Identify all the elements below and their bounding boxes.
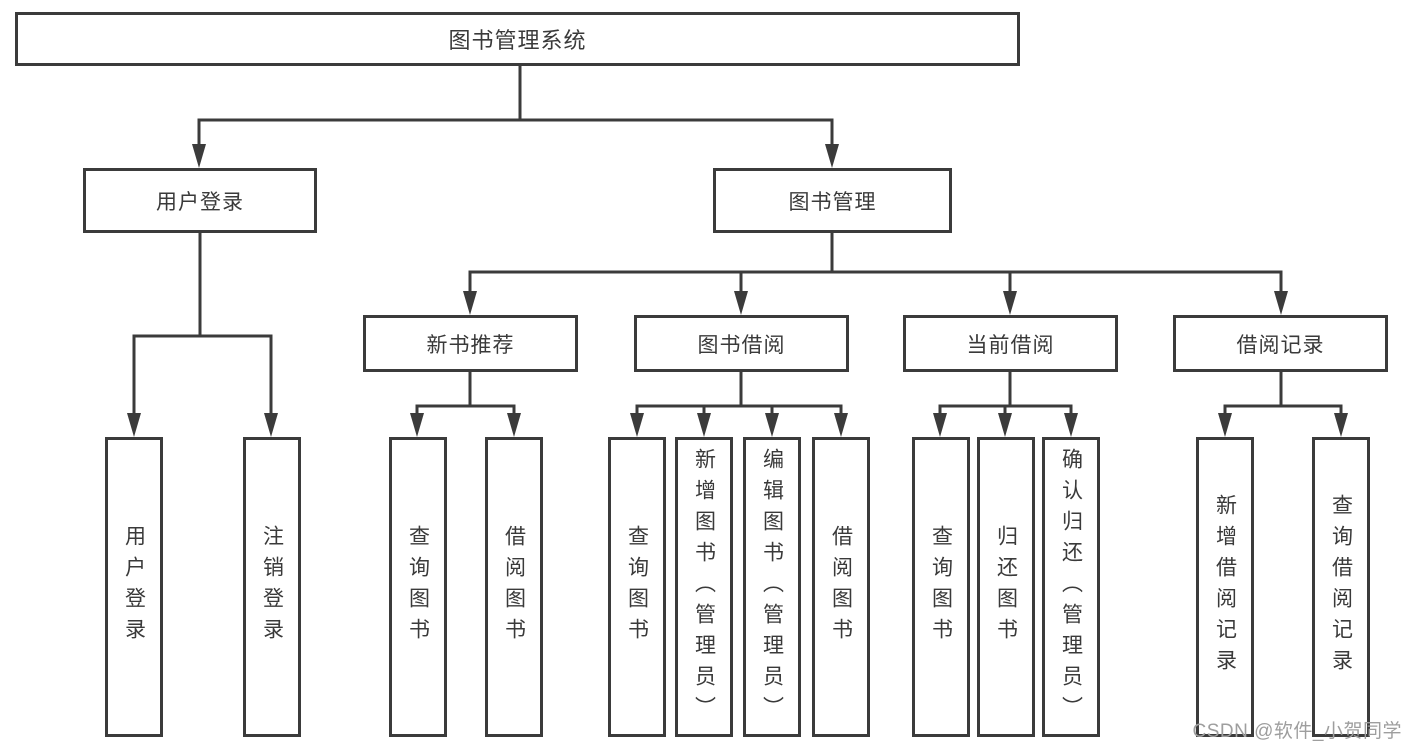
- leaf-return-books: 归还图书: [977, 437, 1035, 737]
- leaf-query-books-recommend: 查询图书: [389, 437, 447, 737]
- node-label: 归还图书: [994, 525, 1018, 649]
- node-label: 新书推荐: [426, 333, 515, 357]
- node-user-login: 用户登录: [83, 168, 317, 233]
- leaf-user-login: 用户登录: [105, 437, 163, 737]
- node-label: 借阅图书: [502, 525, 526, 649]
- leaf-add-books-admin: 新增图书（管理员）: [675, 437, 733, 737]
- leaf-borrow-books-recommend: 借阅图书: [485, 437, 543, 737]
- node-label: 查询图书: [929, 525, 953, 649]
- leaf-confirm-return-admin: 确认归还（管理员）: [1042, 437, 1100, 737]
- node-label: 新增借阅记录: [1213, 494, 1237, 680]
- leaf-logout: 注销登录: [243, 437, 301, 737]
- arrow-down-icon: [127, 144, 1348, 437]
- node-label: 借阅记录: [1236, 333, 1325, 357]
- node-label: 借阅图书: [829, 525, 853, 649]
- node-label: 查询借阅记录: [1329, 494, 1353, 680]
- node-label: 新增图书（管理员）: [692, 447, 716, 727]
- leaf-edit-books-admin: 编辑图书（管理员）: [743, 437, 801, 737]
- leaf-query-borrow-record: 查询借阅记录: [1312, 437, 1370, 737]
- node-label: 用户登录: [122, 525, 146, 649]
- node-label: 图书管理系统: [448, 28, 587, 53]
- node-label: 用户登录: [156, 190, 244, 214]
- node-root-library-system: 图书管理系统: [15, 12, 1020, 66]
- leaf-query-books-current: 查询图书: [912, 437, 970, 737]
- leaf-borrow-books: 借阅图书: [812, 437, 870, 737]
- leaf-query-books-borrowing: 查询图书: [608, 437, 666, 737]
- node-label: 注销登录: [260, 525, 284, 649]
- leaf-add-borrow-record: 新增借阅记录: [1196, 437, 1254, 737]
- node-label: 图书借阅: [697, 333, 786, 357]
- csdn-watermark: CSDN @软件_小贺同学: [1192, 721, 1402, 742]
- node-label: 确认归还（管理员）: [1059, 447, 1083, 727]
- node-current-borrowing: 当前借阅: [903, 315, 1118, 372]
- node-label: 查询图书: [625, 525, 649, 649]
- node-label: 当前借阅: [966, 333, 1055, 357]
- node-label: 编辑图书（管理员）: [760, 447, 784, 727]
- node-book-management: 图书管理: [713, 168, 952, 233]
- node-borrow-records: 借阅记录: [1173, 315, 1388, 372]
- node-label: 图书管理: [788, 190, 877, 214]
- node-label: 查询图书: [406, 525, 430, 649]
- node-new-book-recommend: 新书推荐: [363, 315, 578, 372]
- node-book-borrowing: 图书借阅: [634, 315, 849, 372]
